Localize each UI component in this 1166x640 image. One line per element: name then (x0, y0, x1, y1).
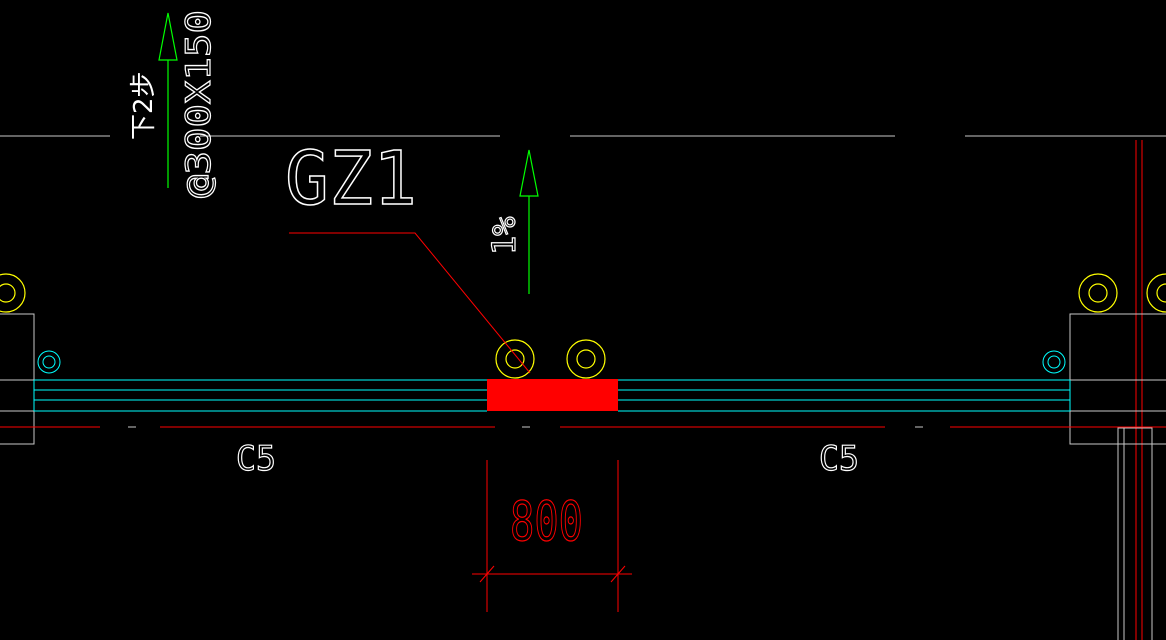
window-end-circles (37, 350, 1066, 374)
circle-gz1-left (495, 339, 535, 379)
right-wall-block (1069, 313, 1166, 640)
stair-arrow-icon (158, 12, 178, 188)
column-tag-label: GZ1 (285, 136, 417, 222)
slope-arrow-icon (519, 149, 539, 294)
window-label-right: C5 (819, 439, 859, 479)
circle-right-a (1078, 273, 1118, 313)
circle-right-b (1146, 273, 1166, 313)
right-axis-lines (1135, 140, 1143, 640)
window-lines (33, 379, 1071, 412)
dimension-width-label: 800 (510, 490, 583, 553)
stair-down-label: 下2步 (129, 71, 159, 140)
circle-left-edge (0, 273, 26, 313)
step-spec-label: @300X150 (179, 10, 219, 198)
column-gz1-rect[interactable] (487, 379, 618, 411)
left-wall-block (0, 313, 35, 445)
window-label-left: C5 (236, 439, 276, 479)
gz1-leader-line (289, 232, 531, 374)
dimension-800 (472, 460, 632, 612)
circle-gz1-right (566, 339, 606, 379)
column-circles (0, 273, 1166, 379)
slope-label: 1% (485, 216, 523, 255)
